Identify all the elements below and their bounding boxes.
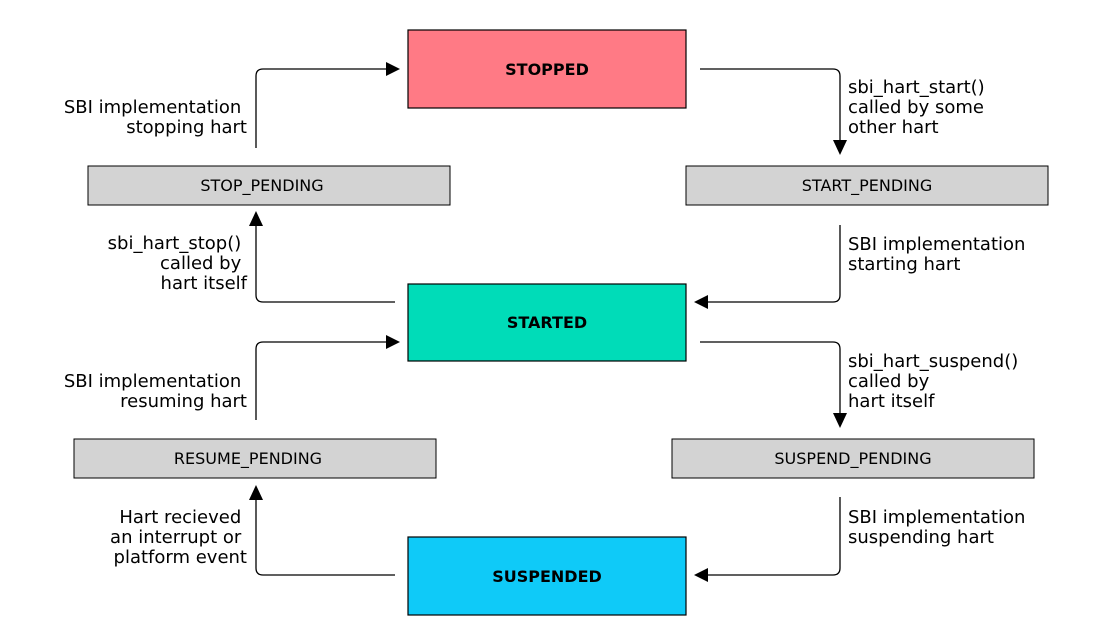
- arrowhead: [249, 485, 263, 500]
- label-line: SBI implementation: [64, 97, 241, 118]
- edge-start-pending-to-started: [694, 225, 841, 309]
- state-started-box: [407, 283, 687, 362]
- edge-suspended-to-resume-pending: [249, 485, 395, 576]
- transition-label-started-to-suspend-pending: sbi_hart_suspend() called by hart itself: [848, 351, 1024, 412]
- state-resume-pending-box: [73, 438, 437, 479]
- label-line: other hart: [848, 117, 939, 138]
- edge-stop-pending-to-stopped: [255, 62, 400, 148]
- state-resume-pending: RESUME_PENDING: [73, 438, 437, 479]
- state-resume-pending-label: RESUME_PENDING: [174, 449, 322, 469]
- label-line: Hart recieved: [119, 507, 241, 528]
- edge-stopped-to-start-pending: [700, 68, 847, 155]
- arrowhead: [694, 295, 708, 309]
- state-started-label: STARTED: [507, 313, 587, 332]
- label-line: SBI implementation: [848, 507, 1025, 528]
- state-stop-pending: STOP_PENDING: [87, 165, 451, 206]
- edge-resume-pending-to-started: [255, 335, 400, 420]
- arrowhead: [833, 140, 847, 155]
- transition-label-start-pending-to-started: SBI implementation starting hart: [848, 234, 1031, 275]
- label-line: SBI implementation: [848, 234, 1025, 255]
- state-start-pending-label: START_PENDING: [802, 176, 933, 196]
- state-start-pending: START_PENDING: [685, 165, 1049, 206]
- arrowhead: [833, 413, 847, 428]
- transition-label-resume-pending-to-started: SBI implementation resuming hart: [64, 371, 247, 412]
- state-suspend-pending-box: [671, 438, 1035, 479]
- label-line: an interrupt or: [110, 527, 242, 548]
- state-start-pending-box: [685, 165, 1049, 206]
- arrowhead: [249, 211, 263, 226]
- label-line: called by: [848, 371, 930, 392]
- state-stop-pending-box: [87, 165, 451, 206]
- label-line: called by: [160, 253, 242, 274]
- edge-suspend-pending-to-suspended: [694, 497, 841, 582]
- label-line: SBI implementation: [64, 371, 241, 392]
- state-started: STARTED: [407, 283, 687, 362]
- state-suspend-pending-label: SUSPEND_PENDING: [774, 449, 931, 469]
- label-line: sbi_hart_start(): [848, 77, 985, 98]
- transition-label-suspend-pending-to-suspended: SBI implementation suspending hart: [848, 507, 1031, 548]
- transition-label-stopped-to-start-pending: sbi_hart_start() called by some other ha…: [848, 77, 990, 138]
- label-line: suspending hart: [848, 527, 994, 548]
- label-line: hart itself: [848, 391, 935, 412]
- state-suspended-box: [407, 536, 687, 616]
- state-suspend-pending: SUSPEND_PENDING: [671, 438, 1035, 479]
- label-line: resuming hart: [120, 391, 247, 412]
- label-line: sbi_hart_stop(): [108, 233, 242, 254]
- transition-label-suspended-to-resume-pending: Hart recieved an interrupt or platform e…: [110, 507, 247, 568]
- transition-label-started-to-stop-pending: sbi_hart_stop() called by hart itself: [108, 233, 248, 294]
- label-line: hart itself: [161, 273, 248, 294]
- edge-started-to-suspend-pending: [700, 341, 847, 428]
- state-stopped-label: STOPPED: [505, 60, 589, 79]
- label-line: sbi_hart_suspend(): [848, 351, 1018, 372]
- arrowhead: [694, 568, 708, 582]
- state-suspended-label: SUSPENDED: [492, 567, 602, 586]
- label-line: stopping hart: [126, 117, 247, 138]
- state-suspended: SUSPENDED: [407, 536, 687, 616]
- arrowhead: [386, 335, 400, 349]
- state-stopped-box: [407, 29, 687, 109]
- state-stopped: STOPPED: [407, 29, 687, 109]
- label-line: platform event: [114, 547, 247, 568]
- edge-started-to-stop-pending: [249, 211, 395, 303]
- state-stop-pending-label: STOP_PENDING: [200, 176, 323, 196]
- transition-label-stop-pending-to-stopped: SBI implementation stopping hart: [64, 97, 247, 138]
- label-line: called by some: [848, 97, 984, 118]
- label-line: starting hart: [848, 254, 960, 275]
- arrowhead: [386, 62, 400, 76]
